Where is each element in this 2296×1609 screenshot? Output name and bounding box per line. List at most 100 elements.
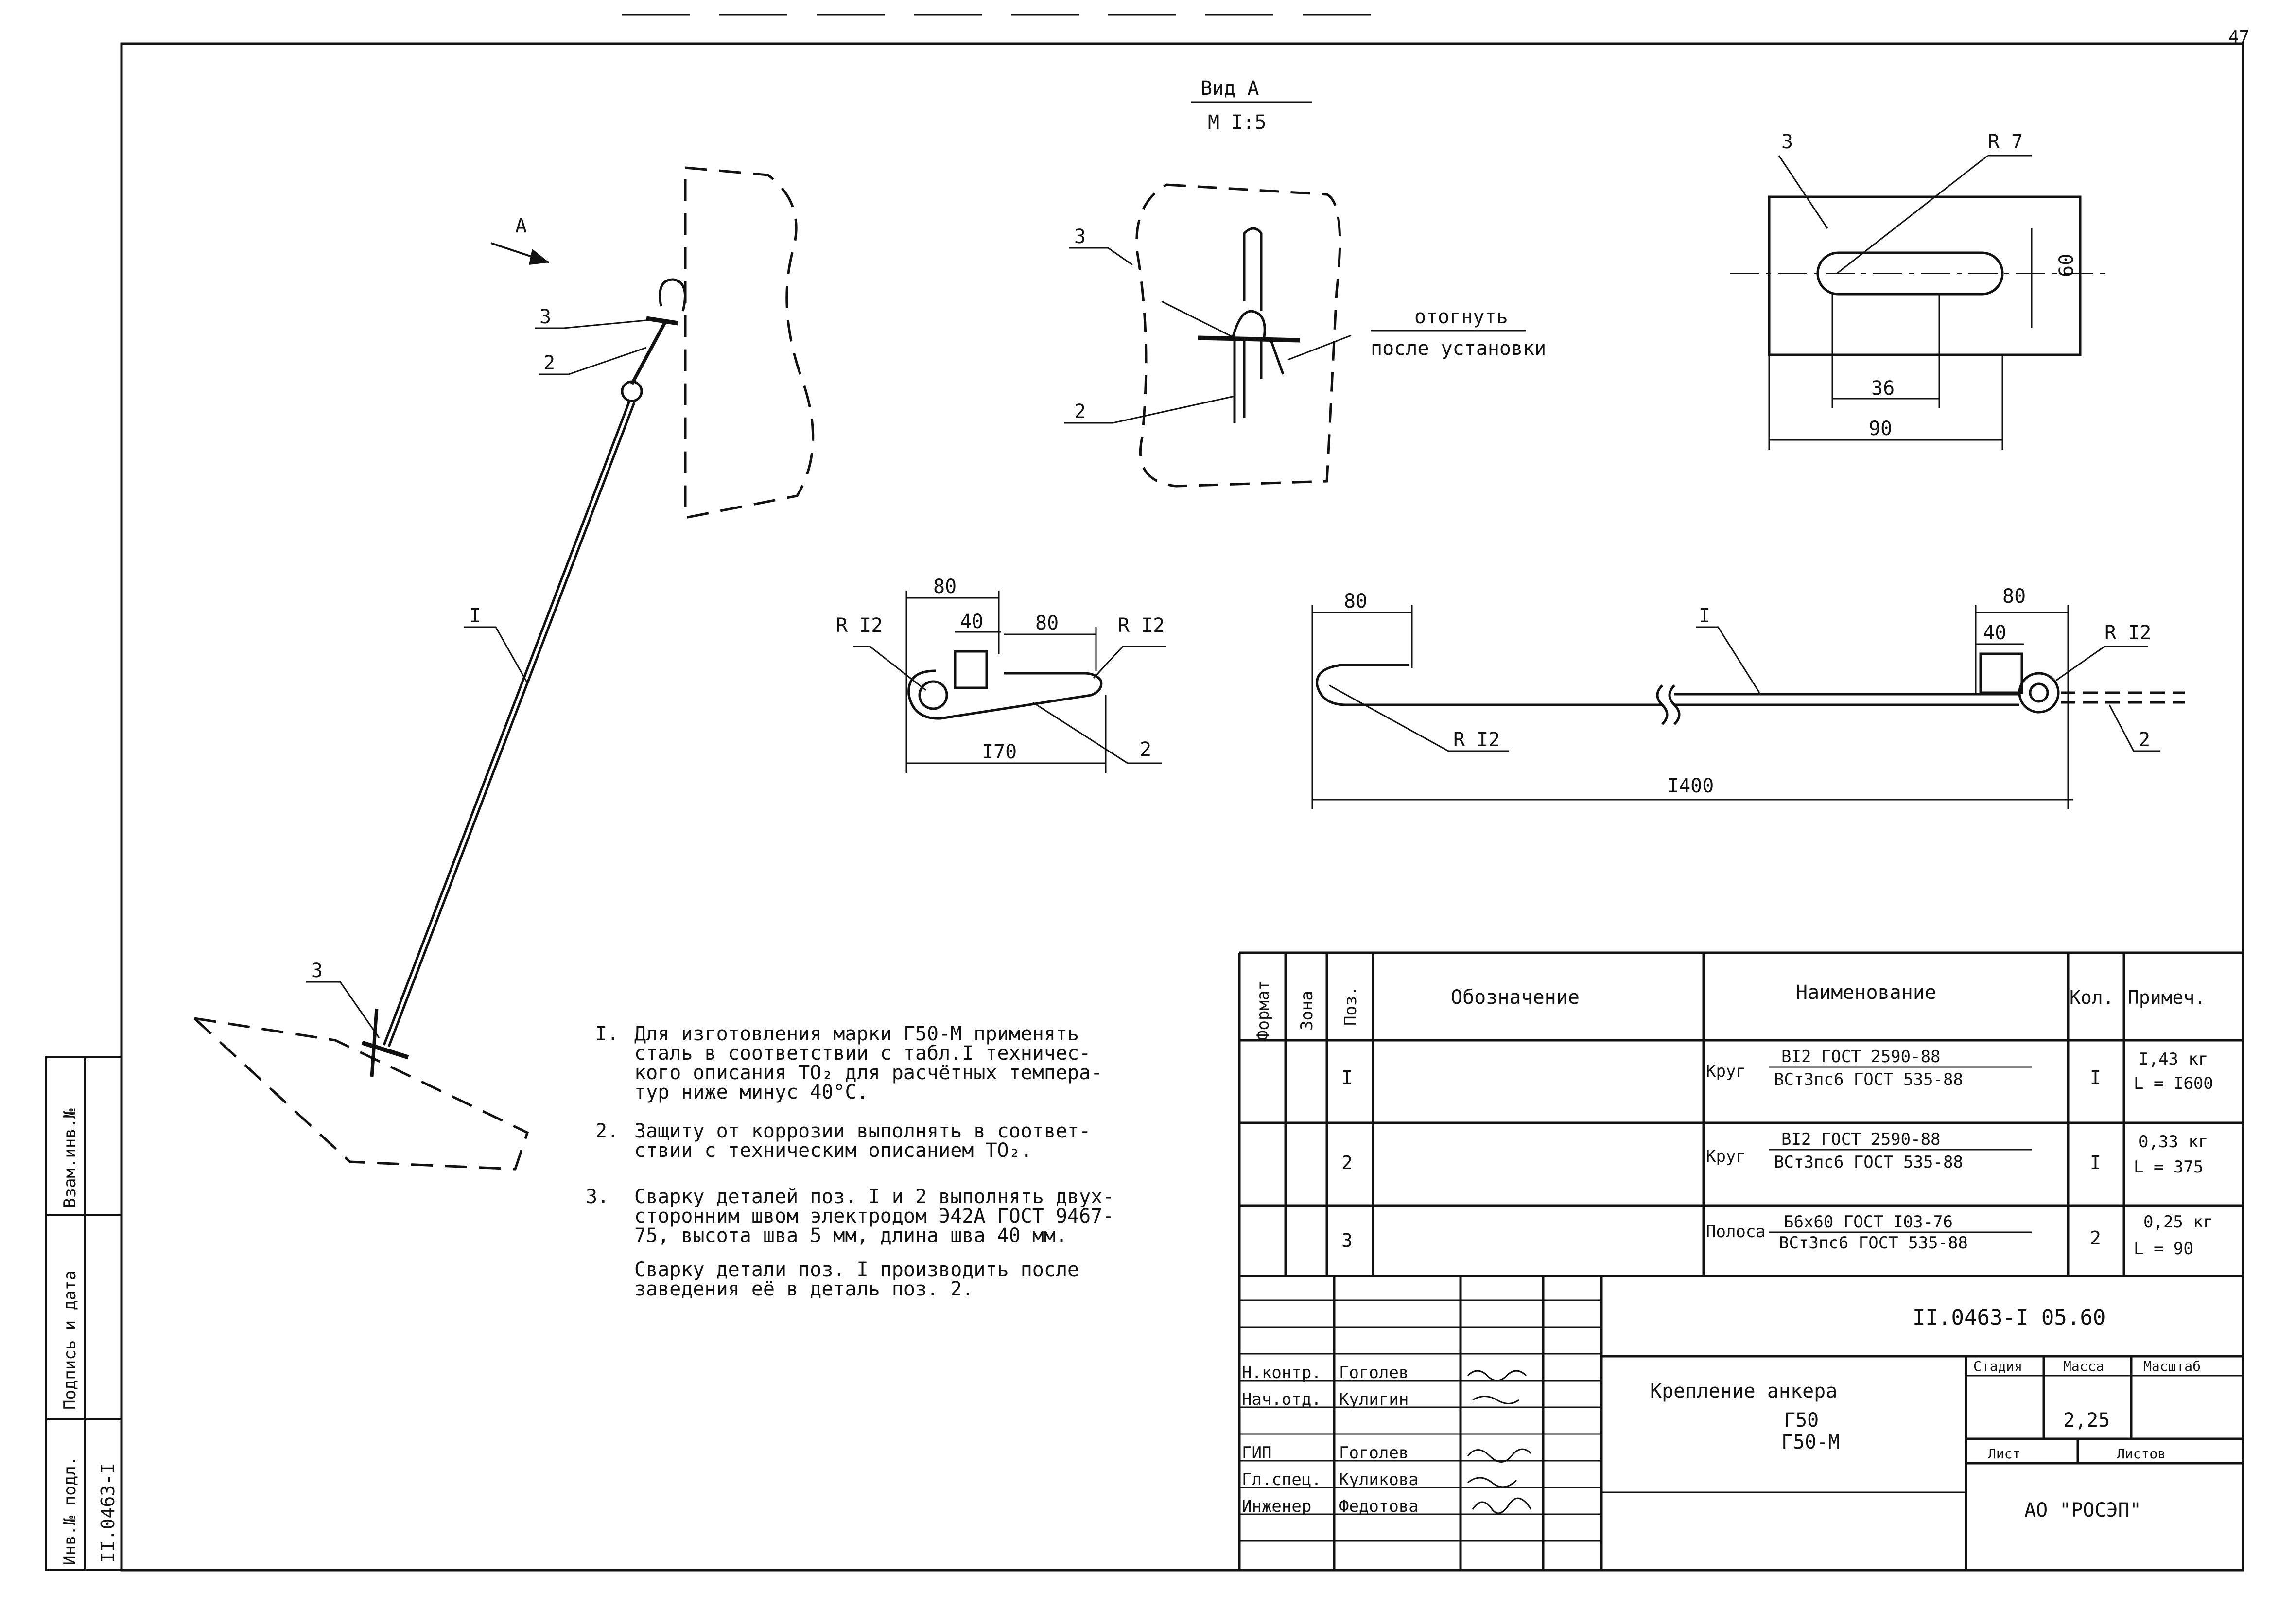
role-name: Куликова (1339, 1470, 1419, 1489)
side-stamp-inv-value: II.0463-I (97, 1463, 119, 1563)
note-bend-line1: отогнуть (1414, 306, 1508, 328)
part2-dim-170-label: I70 (982, 741, 1017, 763)
row-prefix: Полоса (1706, 1222, 1766, 1242)
arrow-a-label: А (515, 215, 527, 237)
signature-scribble (1467, 1370, 1527, 1382)
plate-dim-36-label: 36 (1871, 377, 1895, 400)
signature-scribble (1472, 1497, 1532, 1514)
part1-dim-40-label: 40 (1983, 622, 2006, 644)
row-name-bottom: ВСт3пс6 ГОСТ 535-88 (1774, 1070, 1963, 1089)
part1-weld (1979, 652, 2023, 694)
role: Гл.спец. (1242, 1470, 1322, 1489)
part2-dim-80b-label: 80 (1035, 612, 1059, 634)
notes: I. Для изготовления марки Г50-М применят… (586, 1023, 1114, 1300)
view-a-leader-2 (1064, 395, 1235, 424)
part1-pos2-label: 2 (2139, 729, 2150, 751)
role-name: Федотова (1339, 1497, 1419, 1516)
bottom-plate (361, 1040, 409, 1060)
sheet-header: Лист (1988, 1446, 2020, 1462)
scale-header: Масштаб (2143, 1358, 2201, 1374)
view-a-leader-note (1287, 334, 1352, 361)
plate-radius: R 7 (1988, 131, 2023, 153)
role-name: Кулигин (1339, 1390, 1409, 1409)
row-name-top: Б6х60 ГОСТ I03-76 (1784, 1212, 1953, 1232)
base-outline (191, 1016, 529, 1171)
spec-row-3: 3 Полоса Б6х60 ГОСТ I03-76 ВСт3пс6 ГОСТ … (1341, 1212, 2213, 1259)
part1-leader-rl (1329, 684, 1509, 752)
role: Н.контр. (1242, 1363, 1322, 1382)
label-pos2-top: 2 (543, 352, 555, 374)
plate-dim-90-label: 90 (1869, 418, 1892, 440)
part2-dim-40-label: 40 (960, 611, 983, 633)
part1-dim-1400-label: I400 (1667, 775, 1714, 797)
role: ГИП (1242, 1443, 1271, 1463)
note-2-line: Защиту от коррозии выполнять в соответ- (634, 1120, 1091, 1142)
row-pos: I (1341, 1067, 1353, 1088)
row-qty: I (2090, 1152, 2101, 1173)
plate-rect (1768, 195, 2082, 356)
note-3-line: Сварку деталей поз. I и 2 выполнять двух… (634, 1186, 1114, 1208)
leader-3-bottom (306, 981, 380, 1038)
row-name-top: ВI2 ГОСТ 2590-88 (1781, 1130, 1941, 1149)
note-1-line: Для изготовления марки Г50-М применять (634, 1023, 1079, 1045)
mass-value: 2,25 (2063, 1409, 2110, 1432)
label-pos3-top: 3 (539, 306, 551, 328)
note-1-line: сталь в соответствии с табл.I техничес- (634, 1042, 1091, 1065)
row-note1: I,43 кг (2139, 1049, 2208, 1069)
sheet-border (120, 42, 2244, 1572)
view-a-tab (1270, 340, 1285, 375)
side-stamp-inv-podl: Инв.№ подл. (60, 1456, 80, 1565)
spec-head-designation: Обозначение (1451, 986, 1580, 1009)
title-block (1239, 1276, 2243, 1570)
row-pos: 2 (1341, 1152, 1353, 1173)
rod-pos1-b (387, 402, 636, 1047)
view-a-outline (1135, 183, 1341, 488)
spec-head-name: Наименование (1796, 981, 1936, 1004)
leader-3-top (535, 319, 652, 329)
part1-break-left (1656, 684, 1669, 725)
row-note1: 0,25 кг (2143, 1212, 2213, 1232)
row-name-top: ВI2 ГОСТ 2590-88 (1781, 1047, 1941, 1067)
note-3-num: 3. (586, 1186, 609, 1208)
plate-detail (1730, 155, 2109, 450)
view-a-hook (1243, 227, 1263, 311)
view-a-leader-3 (1069, 247, 1133, 266)
title-line2: Г50 (1784, 1409, 1819, 1432)
view-a-plate (1198, 335, 1301, 343)
part2-detail (853, 591, 1166, 773)
note-bend-line2: после установки (1371, 337, 1546, 360)
row-qty: 2 (2090, 1227, 2101, 1249)
title-line3: Г50-М (1781, 1431, 1840, 1453)
rod-pos2 (630, 320, 668, 385)
part2-weld (954, 650, 988, 689)
spec-head-note: Примеч. (2128, 987, 2206, 1008)
part2-r-left: R I2 (836, 614, 883, 637)
rod-eye (621, 380, 643, 402)
note-3-line: сторонним швом электродом Э42А ГОСТ 9467… (634, 1205, 1114, 1227)
tb-roles: Н.контр. Гоголев Нач.отд. Кулигин ГИП Го… (1242, 1363, 1419, 1516)
part1-leader-2 (2108, 704, 2160, 752)
mass-header: Масса (2063, 1358, 2104, 1374)
role: Инженер (1242, 1497, 1311, 1516)
view-a-label-2: 2 (1074, 401, 1086, 423)
rod-pos1-a (383, 401, 631, 1046)
plate-leader-3 (1778, 155, 1828, 229)
wall-outline (684, 166, 815, 520)
part2-r-right: R I2 (1118, 614, 1165, 637)
side-stamp (45, 1056, 122, 1571)
sheets-header: Листов (2117, 1446, 2166, 1462)
spec-head-format: Формат (1253, 980, 1273, 1040)
part2-shape (907, 669, 1103, 720)
part1-pos-label: I (1699, 605, 1710, 627)
signature-scribble (1467, 1448, 1532, 1463)
row-note1: 0,33 кг (2139, 1132, 2208, 1152)
row-prefix: Круг (1706, 1147, 1746, 1166)
role: Нач.отд. (1242, 1390, 1322, 1409)
role-name: Гоголев (1339, 1443, 1409, 1463)
view-a-title: Вид А (1200, 77, 1259, 100)
plate-pos-label: 3 (1781, 131, 1793, 153)
row-note2: L = 375 (2134, 1157, 2203, 1177)
hook-eye (659, 278, 686, 312)
view-a-scale: М I:5 (1208, 111, 1266, 134)
